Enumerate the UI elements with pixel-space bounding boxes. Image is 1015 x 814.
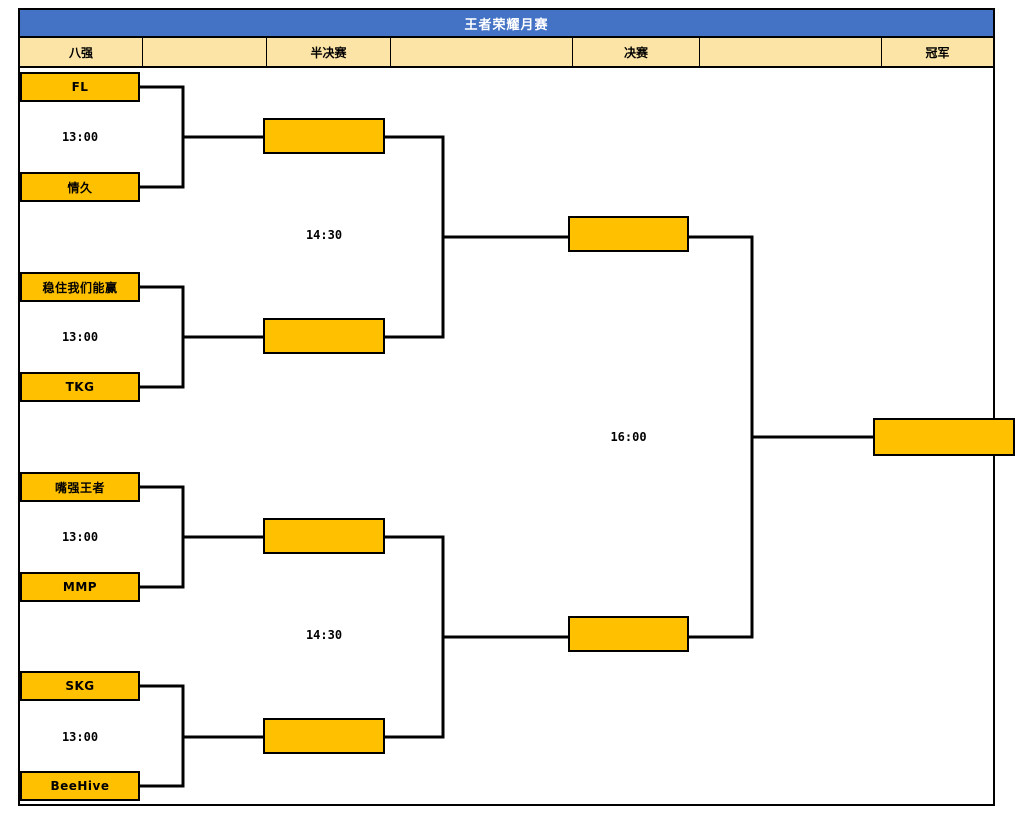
bracket-frame xyxy=(18,8,995,806)
round-header-label: 八强 xyxy=(68,45,93,60)
round-header-spacer-2 xyxy=(391,38,573,66)
round-header-label: 决赛 xyxy=(623,45,648,60)
team-slot-champion[interactable] xyxy=(873,418,1015,456)
team-slot-qf4-bottom[interactable]: BeeHive xyxy=(20,771,140,801)
page-title: 王者荣耀月赛 xyxy=(18,8,995,38)
round-header-quarterfinals: 八强 xyxy=(20,38,143,66)
team-slot-sf1-bottom[interactable] xyxy=(263,318,385,354)
match-time-final: 16:00 xyxy=(610,430,647,444)
team-slot-qf2-top[interactable]: 稳住我们能赢 xyxy=(20,272,140,302)
team-slot-qf1-bottom[interactable]: 情久 xyxy=(20,172,140,202)
round-header-row: 八强 半决赛 决赛 冠军 xyxy=(18,38,995,68)
team-slot-qf3-bottom[interactable]: MMP xyxy=(20,572,140,602)
match-time-sf1: 14:30 xyxy=(305,228,343,242)
team-slot-qf4-top[interactable]: SKG xyxy=(20,671,140,701)
team-slot-qf3-top[interactable]: 嘴强王者 xyxy=(20,472,140,502)
round-header-label: 半决赛 xyxy=(310,45,347,60)
round-header-label: 冠军 xyxy=(925,45,950,60)
match-time-qf4: 13:00 xyxy=(61,730,99,744)
round-header-final: 决赛 xyxy=(573,38,700,66)
round-header-semifinals: 半决赛 xyxy=(267,38,391,66)
page-title-text: 王者荣耀月赛 xyxy=(464,17,549,33)
match-time-sf2: 14:30 xyxy=(305,628,343,642)
round-header-champion: 冠军 xyxy=(882,38,993,66)
team-slot-final-bottom[interactable] xyxy=(568,616,689,652)
team-slot-sf2-top[interactable] xyxy=(263,518,385,554)
team-slot-final-top[interactable] xyxy=(568,216,689,252)
match-time-qf2: 13:00 xyxy=(61,330,99,344)
team-slot-qf2-bottom[interactable]: TKG xyxy=(20,372,140,402)
team-slot-qf1-top[interactable]: FL xyxy=(20,72,140,102)
match-time-qf1: 13:00 xyxy=(61,130,99,144)
match-time-qf3: 13:00 xyxy=(61,530,99,544)
round-header-spacer-3 xyxy=(700,38,882,66)
team-slot-sf1-top[interactable] xyxy=(263,118,385,154)
round-header-spacer-1 xyxy=(143,38,267,66)
team-slot-sf2-bottom[interactable] xyxy=(263,718,385,754)
